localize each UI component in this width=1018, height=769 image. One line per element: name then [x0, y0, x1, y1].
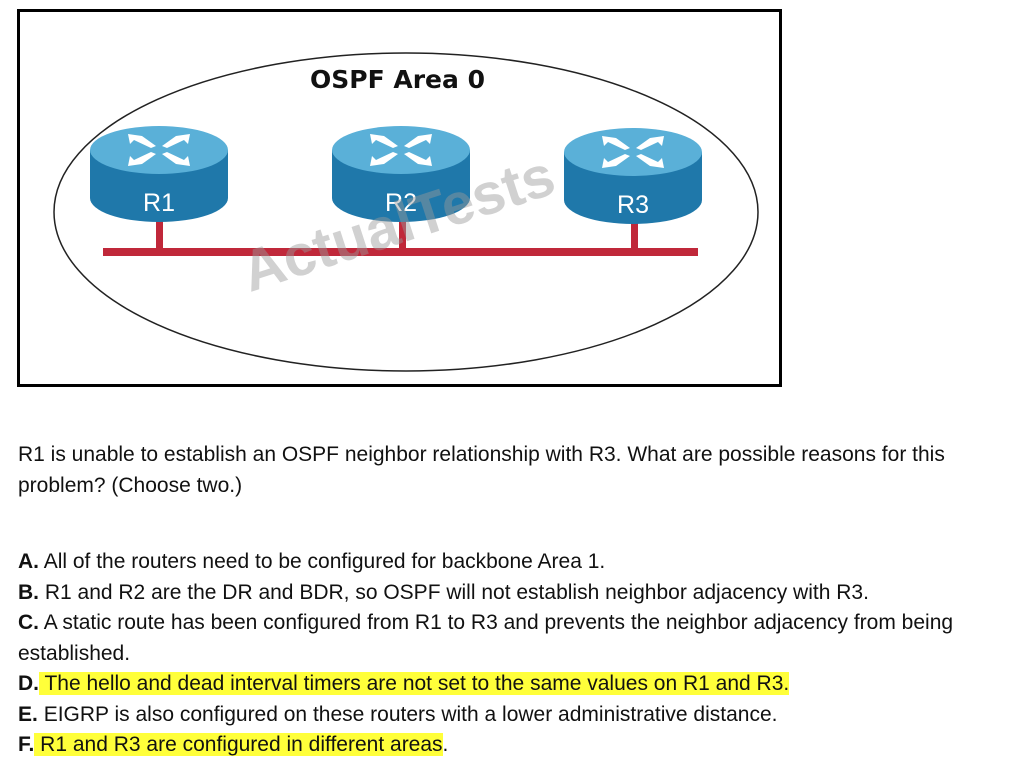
router-label-r1: R1 [143, 189, 175, 217]
answer-c: C. A static route has been configured fr… [18, 608, 1003, 669]
answer-letter: D. [18, 672, 39, 695]
answer-b: B. R1 and R2 are the DR and BDR, so OSPF… [18, 578, 1003, 609]
r1-link [156, 218, 163, 250]
answer-e: E. EIGRP is also configured on these rou… [18, 700, 1003, 731]
answer-f: F. R1 and R3 are configured in different… [18, 730, 1003, 761]
router-label-r2: R2 [385, 189, 417, 217]
answer-text: R1 and R2 are the DR and BDR, so OSPF wi… [44, 580, 869, 604]
answer-text: EIGRP is also configured on these router… [43, 702, 778, 726]
answer-a: A. All of the routers need to be configu… [18, 547, 1003, 578]
answer-letter: C. [18, 611, 39, 634]
answer-letter: F. [18, 733, 35, 756]
answer-text-highlighted: R1 and R3 are configured in different ar… [34, 733, 443, 756]
r3-link [631, 218, 638, 250]
ethernet-bus [103, 248, 698, 256]
answer-letter: E. [18, 702, 38, 726]
ospf-area-boundary [53, 52, 759, 372]
answer-text-highlighted: The hello and dead interval timers are n… [39, 672, 790, 695]
answer-suffix: . [442, 733, 449, 756]
network-diagram: OSPF Area 0 R1 R2 R3 ActualTests [17, 9, 782, 387]
answer-d: D. The hello and dead interval timers ar… [18, 669, 1003, 700]
diagram-canvas: OSPF Area 0 R1 R2 R3 ActualTests [53, 52, 759, 372]
answer-letter: B. [18, 580, 39, 604]
question-text: R1 is unable to establish an OSPF neighb… [18, 443, 945, 497]
router-r1: R1 [90, 126, 228, 222]
router-r3: R3 [564, 128, 702, 224]
answer-text: All of the routers need to be configured… [43, 550, 606, 573]
answer-list: A. All of the routers need to be configu… [18, 547, 1003, 761]
r2-link [399, 218, 406, 250]
answer-text: A static route has been configured from … [18, 611, 954, 665]
answer-letter: A. [18, 550, 39, 573]
router-r2: R2 [332, 126, 470, 222]
area-label: OSPF Area 0 [310, 65, 485, 94]
router-label-r3: R3 [617, 191, 649, 219]
